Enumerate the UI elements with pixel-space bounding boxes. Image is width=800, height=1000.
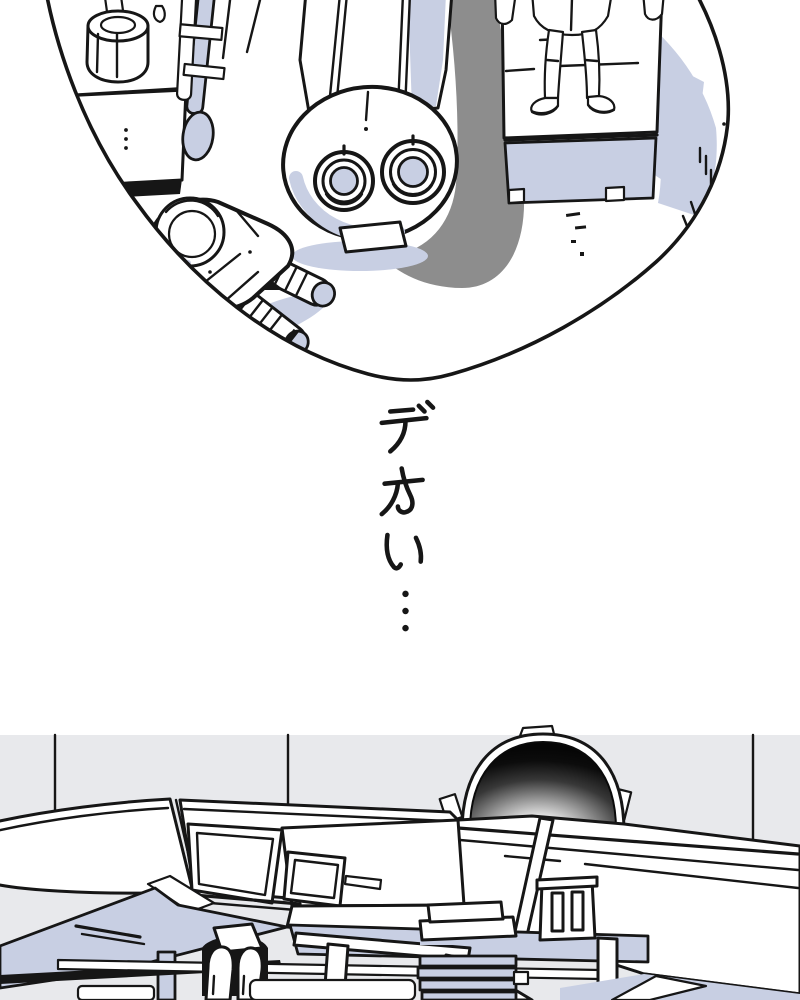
cannon: [281, 0, 459, 271]
under-table: [0, 875, 800, 1000]
detail-dashes: [565, 212, 587, 256]
muzzle-chin-plate: [338, 220, 408, 254]
sitting-figure-knees: [202, 922, 268, 1000]
dialogue-char: [382, 402, 433, 451]
rod-tip: [181, 110, 215, 162]
fuel-drum: [85, 9, 150, 84]
dome-glass: [468, 740, 618, 831]
astronaut-helmet: [154, 196, 226, 268]
left-hand: [493, 0, 518, 25]
table-base: [503, 136, 658, 205]
table-leg: [156, 950, 177, 1000]
lying-figure-legs: [493, 0, 666, 116]
right-hand: [641, 0, 666, 21]
radiator-fins: [416, 954, 530, 1000]
left-bore: [313, 144, 375, 212]
floor-highlight: [610, 974, 708, 1000]
bottom-panel: [0, 724, 800, 1000]
rim-hatch-marks: [681, 146, 713, 228]
console-unit: [45, 0, 198, 199]
cannon-shadow: [384, 0, 525, 288]
stacked-boxes: [418, 900, 518, 945]
dialogue-char: [387, 535, 421, 568]
dialogue-text: [382, 402, 433, 632]
table-side-shading: [650, 55, 704, 198]
slotted-canister: [535, 875, 599, 942]
right-bore: [380, 134, 446, 205]
left-knee: [204, 945, 235, 1000]
top-circular-panel: [45, 0, 731, 382]
drip-mark: [152, 4, 166, 24]
floor-box-right: [248, 978, 417, 1000]
piston-rods: [175, 0, 264, 162]
floor-box-left: [76, 984, 156, 1000]
dialogue-char: [382, 469, 423, 515]
screen-arm: [343, 874, 383, 891]
patient-table: [493, 0, 666, 256]
sensor-dome: [438, 724, 633, 834]
panel-rim: [45, 0, 731, 382]
dialogue-char: [402, 590, 409, 632]
